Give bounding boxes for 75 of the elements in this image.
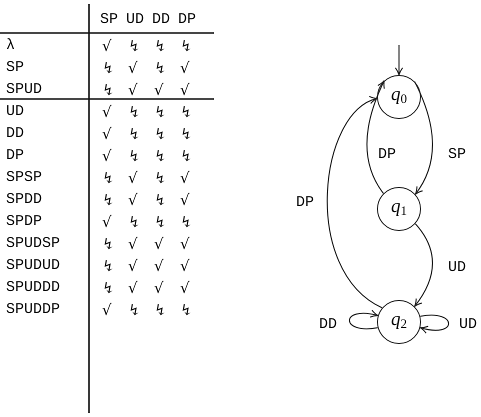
table-entry: ↯	[180, 37, 193, 55]
table-entry: √	[128, 81, 138, 99]
table-entry: √	[102, 125, 112, 143]
table-entry: √	[154, 235, 164, 253]
column-header: UD	[126, 11, 144, 29]
table-entry: √	[180, 81, 190, 99]
table-entry: √	[154, 81, 164, 99]
table-entry: √	[154, 257, 164, 275]
table-entry: ↯	[102, 235, 115, 253]
row-header: SPDD	[6, 191, 42, 209]
table-entry: ↯	[154, 301, 167, 319]
table-entry: ↯	[154, 37, 167, 55]
table-entry: √	[128, 235, 138, 253]
row-header: SPUD	[6, 81, 42, 99]
table-entry: √	[180, 191, 190, 209]
table-entry: ↯	[154, 191, 167, 209]
state-label: q$_{2}$	[391, 310, 407, 333]
table-entry: ↯	[102, 59, 115, 77]
row-header: SPUDDP	[6, 301, 60, 319]
table-entry: ↯	[128, 147, 141, 165]
row-header: SP	[6, 59, 24, 77]
table-entry: √	[128, 191, 138, 209]
row-header: DD	[6, 125, 24, 143]
table-entry: ↯	[128, 125, 141, 143]
table-entry: ↯	[102, 279, 115, 297]
row-header: SPUDDD	[6, 279, 60, 297]
table-entry: ↯	[102, 257, 115, 275]
state-label: q$_{0}$	[391, 85, 407, 108]
row-header: SPSP	[6, 169, 42, 187]
table-entry: ↯	[128, 213, 141, 231]
table-entry: √	[154, 279, 164, 297]
table-entry: ↯	[154, 125, 167, 143]
row-header: DP	[6, 147, 24, 165]
state-label: q$_{1}$	[391, 197, 407, 220]
state-circle	[377, 300, 421, 344]
table-entry: √	[128, 169, 138, 187]
table-entry: √	[128, 59, 138, 77]
state-circle	[377, 187, 421, 231]
table-entry: ↯	[180, 301, 193, 319]
table-entry: ↯	[154, 147, 167, 165]
table-entry: √	[102, 301, 112, 319]
state-circle	[377, 75, 421, 119]
column-header: SP	[100, 11, 118, 29]
column-header: DD	[152, 11, 170, 29]
table-entry: ↯	[154, 103, 167, 121]
table-entry: √	[102, 213, 112, 231]
table-entry: √	[180, 59, 190, 77]
table-entry: √	[128, 257, 138, 275]
table-entry: √	[180, 279, 190, 297]
row-header: UD	[6, 103, 24, 121]
row-header: SPUDSP	[6, 235, 60, 253]
table-entry: ↯	[102, 81, 115, 99]
table-entry: √	[128, 279, 138, 297]
row-header: SPUDUD	[6, 257, 60, 275]
table-entry: √	[102, 147, 112, 165]
table-entry: √	[102, 37, 112, 55]
table-entry: ↯	[180, 147, 193, 165]
table-entry: ↯	[154, 169, 167, 187]
row-header: λ	[6, 37, 16, 55]
row-header: SPDP	[6, 213, 42, 231]
table-entry: √	[102, 103, 112, 121]
table-entry: ↯	[128, 103, 141, 121]
table-entry: ↯	[102, 169, 115, 187]
table-entry: ↯	[128, 37, 141, 55]
column-header: DP	[178, 11, 196, 29]
table-entry: ↯	[180, 213, 193, 231]
table-entry: ↯	[180, 125, 193, 143]
table-entry: ↯	[102, 191, 115, 209]
table-entry: √	[180, 169, 190, 187]
table-entry: ↯	[154, 213, 167, 231]
table-entry: ↯	[180, 103, 193, 121]
table-entry: ↯	[154, 59, 167, 77]
table-entry: ↯	[128, 301, 141, 319]
table-entry: √	[180, 235, 190, 253]
table-entry: √	[180, 257, 190, 275]
